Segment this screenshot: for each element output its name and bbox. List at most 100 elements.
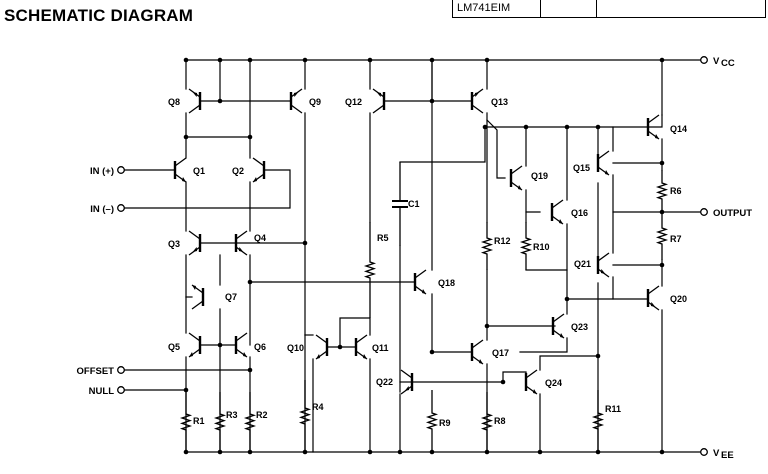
junction-dot [247,367,253,373]
junction-dot [523,124,529,130]
transistor-q15 [596,150,610,176]
transistor-label-q10: Q10 [287,343,304,353]
junctions [183,57,665,455]
transistor-label-q9: Q9 [309,97,321,107]
junction-dot [595,353,601,359]
transistor-q7 [191,284,205,310]
transistor-label-q20: Q20 [670,294,687,304]
header-cell: LM741EIM [453,0,541,17]
output-label: OUTPUT [713,208,752,219]
wire [525,189,541,213]
junction-dot [429,98,435,104]
transistor-q8 [188,88,202,114]
resistor-r10 [519,222,533,270]
header-table-fragment: LM741EIM [452,0,766,18]
resistor-r11 [591,390,605,452]
null-label: NULL [89,386,115,397]
transistor-q9 [289,88,303,114]
wire [339,317,371,348]
in-minus-terminal [117,204,125,212]
vcc-label: V [713,56,720,67]
transistor-q5 [188,332,202,358]
resistor-r9 [425,390,439,452]
transistor-label-q16: Q16 [571,208,588,218]
transistor-q12 [372,88,386,114]
transistor-q24 [524,369,538,395]
wire [399,126,486,163]
junction-dot [397,449,403,455]
wiring [124,59,701,453]
transistor-label-q23: Q23 [571,322,588,332]
resistor-r4 [298,380,312,452]
resistor-label-r12: R12 [494,236,511,246]
resistor-label-r4: R4 [312,402,324,412]
null-terminal [117,386,125,394]
transistor-label-q24: Q24 [545,378,562,388]
junction-dot [564,296,570,302]
transistor-label-q12: Q12 [345,97,362,107]
wire [612,174,701,213]
resistor-label-r10: R10 [533,242,550,252]
junction-dot [659,57,665,63]
transistor-q21 [596,252,610,278]
resistor-label-r5: R5 [377,233,389,243]
output-terminal [700,208,708,216]
transistor-label-q7: Q7 [225,292,237,302]
resistor-label-r9: R9 [439,418,451,428]
capacitor-c1 [392,162,408,246]
junction-dot [302,57,308,63]
junction-dot [500,379,506,385]
header-cell [541,0,597,17]
junction-dot [183,387,189,393]
capacitor-label-c1: C1 [408,199,420,209]
resistor-r3 [213,392,227,452]
junction-dot [659,160,665,166]
wire [486,325,556,341]
resistor-r5 [363,222,377,318]
transistor-q13 [470,88,484,114]
transistor-label-q8: Q8 [168,97,180,107]
in-plus-label: IN (+) [90,166,114,177]
junction-dot [217,57,223,63]
wire [486,112,663,128]
transistor-label-q11: Q11 [372,343,389,353]
resistor-label-r3: R3 [226,410,238,420]
vcc-sub-label: CC [721,58,735,69]
transistor-q10 [315,334,329,360]
transistor-q17 [470,339,484,365]
junction-dot [484,323,490,329]
transistor-label-q14: Q14 [670,124,687,134]
junction-dot [337,344,343,350]
transistor-label-q17: Q17 [492,348,509,358]
resistor-r12 [480,222,494,270]
resistor-label-r11: R11 [605,404,621,414]
junction-dot [367,449,373,455]
wire [519,337,568,353]
junction-dot [302,240,308,246]
offset-label: OFFSET [77,366,115,377]
transistor-label-q6: Q6 [254,342,266,352]
resistor-label-r2: R2 [256,410,268,420]
junction-dot [247,279,253,285]
transistor-q1 [173,157,187,183]
transistor-label-q21: Q21 [574,259,591,269]
transistor-q20 [646,285,660,311]
vee-label: V [713,448,720,459]
vee-sub-label: EE [721,450,734,461]
resistor-label-r7: R7 [670,234,682,244]
transistor-q18 [413,269,427,295]
components [117,56,708,456]
wire [502,371,527,383]
transistor-q16 [550,199,564,225]
transistor-q11 [354,334,368,360]
wire [486,119,506,179]
transistor-label-q15: Q15 [573,163,590,173]
junction-dot [659,262,665,268]
resistor-label-r1: R1 [193,416,205,426]
junction-dot [429,57,435,63]
transistor-label-q18: Q18 [438,278,455,288]
junction-dot [247,134,253,140]
transistor-label-q13: Q13 [491,97,508,107]
resistor-r6 [655,170,669,212]
